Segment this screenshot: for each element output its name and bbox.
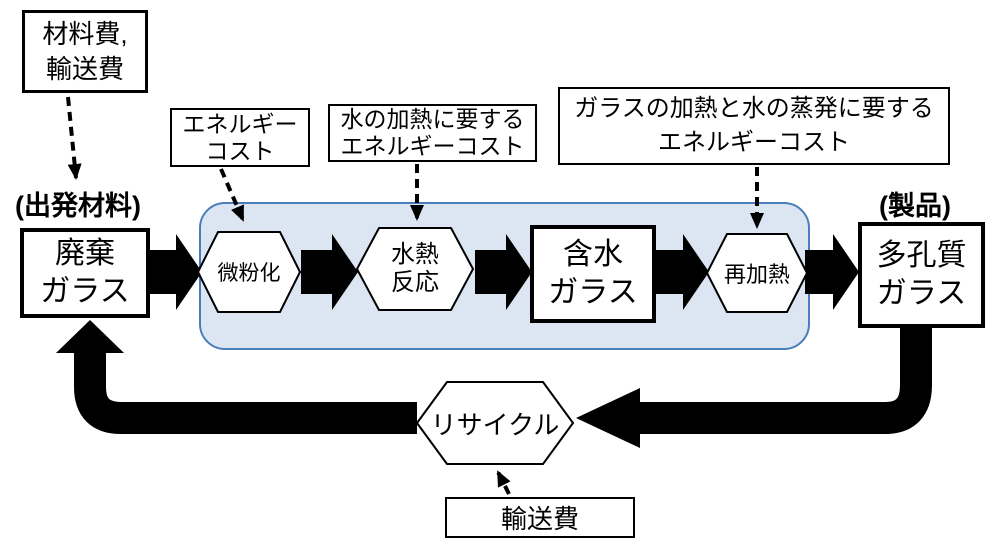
- elbow-arrowhead-up: [56, 320, 124, 353]
- node-waste-glass-line2: ガラス: [40, 275, 130, 308]
- elbow-arrow-product-to-recycle: [640, 324, 932, 434]
- node-waste-glass-line1: 廃棄: [55, 237, 115, 270]
- node-hydrated-glass-line2: ガラス: [548, 276, 638, 309]
- cost-box-transport-label: 輸送費: [500, 504, 579, 534]
- node-porous-glass-line1: 多孔質: [876, 239, 967, 272]
- flow-arrow-waste-to-pulverize: [148, 234, 202, 310]
- hexagon-pulverization: [196, 231, 302, 313]
- flow-arrow-pulverize-to-hydro: [301, 234, 358, 310]
- cost-box-transport: 輸送費: [445, 497, 635, 538]
- reheat-text: 再加熱: [723, 262, 790, 287]
- cost-box-glass-heat: ガラスの加熱と水の蒸発に要する エネルギーコスト: [558, 87, 950, 165]
- dashed-arrow-material-cost: [66, 96, 82, 180]
- hexagon-reheat-label: 再加熱: [707, 234, 807, 312]
- cost-box-energy: エネルギー コスト: [170, 108, 310, 167]
- label-start-material: (出発材料): [0, 188, 156, 221]
- node-porous-glass-line2: ガラス: [876, 277, 967, 310]
- dashed-arrow-energy-cost: [219, 168, 245, 222]
- node-porous-glass: 多孔質 ガラス: [858, 222, 985, 328]
- node-hydrated-glass-line1: 含水: [563, 238, 623, 271]
- flow-arrow-reheat-to-porous: [805, 234, 859, 310]
- cost-box-energy-line1: エネルギー: [182, 110, 298, 137]
- flow-arrow-hydrated-to-reheat: [655, 234, 709, 310]
- hexagon-recycle-label: リサイクル: [417, 382, 573, 464]
- hexagon-recycle: [415, 381, 575, 465]
- elbow-arrowhead-left: [576, 388, 640, 448]
- hydrothermal-line2: 反応: [391, 269, 439, 296]
- cost-box-water-heat-line1: 水の加熱に要する: [340, 106, 525, 132]
- dashed-arrow-transport-cost: [496, 470, 511, 495]
- recycle-text: リサイクル: [430, 409, 560, 440]
- hexagon-reheat: [705, 233, 809, 313]
- start-material-text: (出発材料): [15, 190, 141, 221]
- flow-arrow-hydro-to-hydrated: [475, 234, 532, 310]
- cost-box-glass-heat-line1: ガラスの加熱と水の蒸発に要する: [574, 95, 934, 122]
- cost-box-energy-line2: コスト: [205, 137, 275, 164]
- product-text: (製品): [879, 190, 951, 221]
- hexagon-hydrothermal: [355, 227, 475, 311]
- node-waste-glass: 廃棄 ガラス: [20, 228, 150, 318]
- hydrothermal-line1: 水熱: [391, 241, 439, 268]
- cost-box-material-line1: 材料費,: [42, 18, 128, 49]
- node-hydrated-glass: 含水 ガラス: [530, 225, 656, 323]
- hexagon-pulverization-label: 微粉化: [198, 232, 300, 312]
- cost-box-glass-heat-line2: エネルギーコスト: [658, 129, 850, 156]
- label-product: (製品): [871, 188, 959, 221]
- hexagon-hydrothermal-label: 水熱 反応: [357, 228, 473, 310]
- elbow-arrow-recycle-to-waste: [74, 352, 417, 434]
- cost-box-material-line2: 輸送費: [45, 53, 124, 84]
- cost-box-water-heat-line2: エネルギーコスト: [340, 133, 525, 159]
- cost-box-water-heat: 水の加熱に要する エネルギーコスト: [328, 104, 537, 162]
- cost-box-material-transport: 材料費, 輸送費: [22, 10, 148, 93]
- pulverization-text: 微粉化: [217, 262, 281, 285]
